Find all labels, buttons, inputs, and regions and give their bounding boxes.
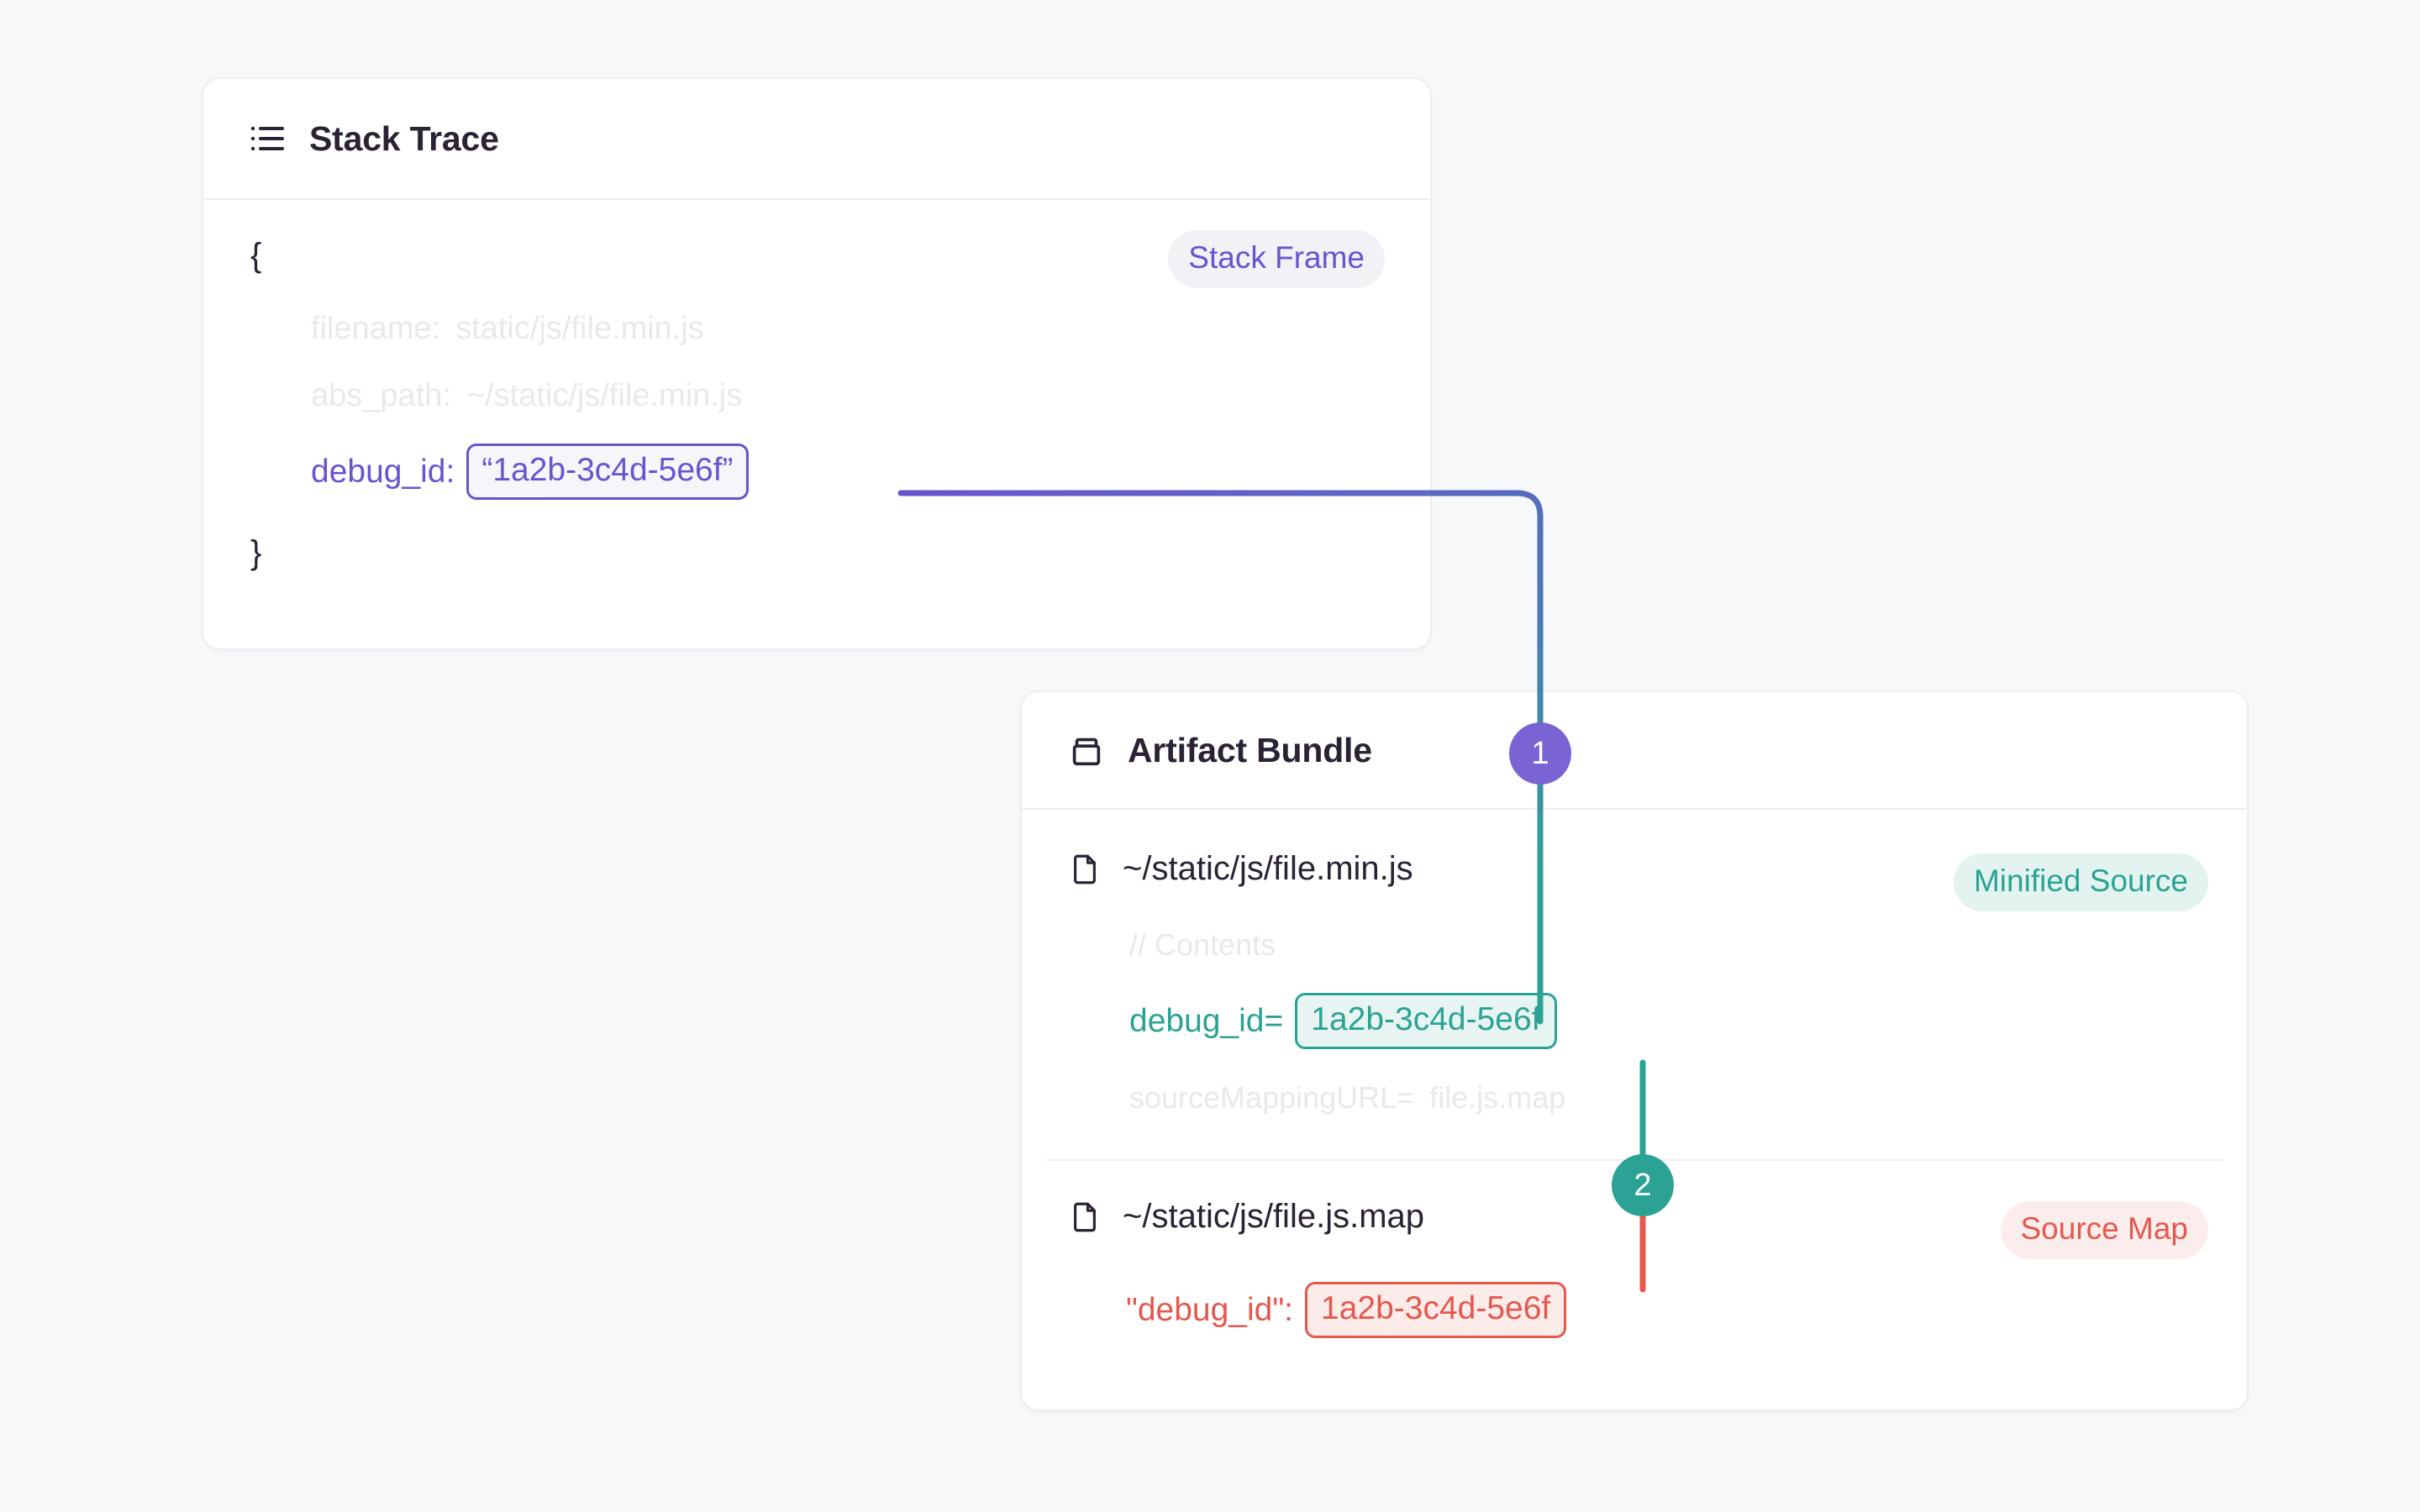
- minified-source-badge: Minified Source: [1953, 853, 2208, 911]
- minified-source-section: ~/static/js/file.min.js Minified Source …: [1022, 810, 2247, 1161]
- stack-trace-close-brace: }: [250, 534, 262, 571]
- filename-value: static/js/file.min.js: [455, 311, 704, 346]
- source-mapping-value: file.js.map: [1429, 1080, 1566, 1115]
- list-icon: [247, 118, 287, 159]
- step-badge-2: 2: [1612, 1154, 1674, 1216]
- source-map-file-name: ~/static/js/file.js.map: [1123, 1198, 1425, 1235]
- stack-trace-body: Stack Frame { filename: static/js/file.mi…: [203, 200, 1430, 648]
- source-map-debug-id-value[interactable]: 1a2b-3c4d-5e6f: [1305, 1282, 1567, 1338]
- minified-source-debug-id-line: debug_id= 1a2b-3c4d-5e6f: [1129, 993, 1557, 1049]
- source-mapping-key: sourceMappingURL=: [1129, 1080, 1415, 1115]
- abs-path-key: abs_path:: [311, 378, 451, 413]
- file-icon: [1067, 852, 1102, 887]
- file-icon: [1067, 1200, 1102, 1235]
- step-badge-1: 1: [1509, 722, 1571, 785]
- stack-frame-badge: Stack Frame: [1168, 230, 1385, 288]
- bundle-debug-id-key: debug_id=: [1129, 1002, 1284, 1039]
- stack-trace-title: Stack Trace: [309, 118, 499, 158]
- filename-key: filename:: [311, 311, 441, 346]
- abs-path-value: ~/static/js/file.min.js: [466, 378, 743, 413]
- stack-trace-debug-id-line: debug_id: “1a2b-3c4d-5e6f”: [311, 444, 749, 500]
- stack-trace-filename-line: filename: static/js/file.min.js: [311, 311, 704, 347]
- source-map-file-row: ~/static/js/file.js.map: [1067, 1198, 1424, 1236]
- artifact-bundle-card: Artifact Bundle ~/static/js/file.min.js …: [1020, 690, 2249, 1411]
- artifact-bundle-header: Artifact Bundle: [1022, 692, 2247, 810]
- minified-source-file-name: ~/static/js/file.min.js: [1123, 850, 1413, 887]
- stack-trace-open-brace: {: [250, 237, 262, 274]
- stack-trace-abspath-line: abs_path: ~/static/js/file.min.js: [311, 378, 742, 414]
- stack-trace-card: Stack Trace Stack Frame { filename: stati…: [202, 77, 1432, 650]
- source-map-debug-id-key: "debug_id":: [1126, 1291, 1294, 1328]
- package-icon: [1067, 731, 1106, 769]
- source-map-debug-id-line: "debug_id": 1a2b-3c4d-5e6f: [1126, 1282, 1567, 1338]
- bundle-debug-id-value[interactable]: 1a2b-3c4d-5e6f: [1295, 993, 1557, 1049]
- stack-debug-id-key: debug_id:: [311, 453, 455, 490]
- artifact-bundle-title: Artifact Bundle: [1128, 730, 1372, 769]
- stack-debug-id-value[interactable]: “1a2b-3c4d-5e6f”: [466, 444, 749, 500]
- source-map-section: ~/static/js/file.js.map Source Map "debu…: [1022, 1161, 2247, 1413]
- minified-source-sourcemapping-line: sourceMappingURL= file.js.map: [1129, 1080, 1565, 1116]
- source-map-badge: Source Map: [2000, 1201, 2208, 1259]
- minified-source-file-row: ~/static/js/file.min.js: [1067, 850, 1413, 888]
- minified-source-contents-comment: // Contents: [1129, 927, 1276, 962]
- stack-trace-header: Stack Trace: [203, 79, 1430, 200]
